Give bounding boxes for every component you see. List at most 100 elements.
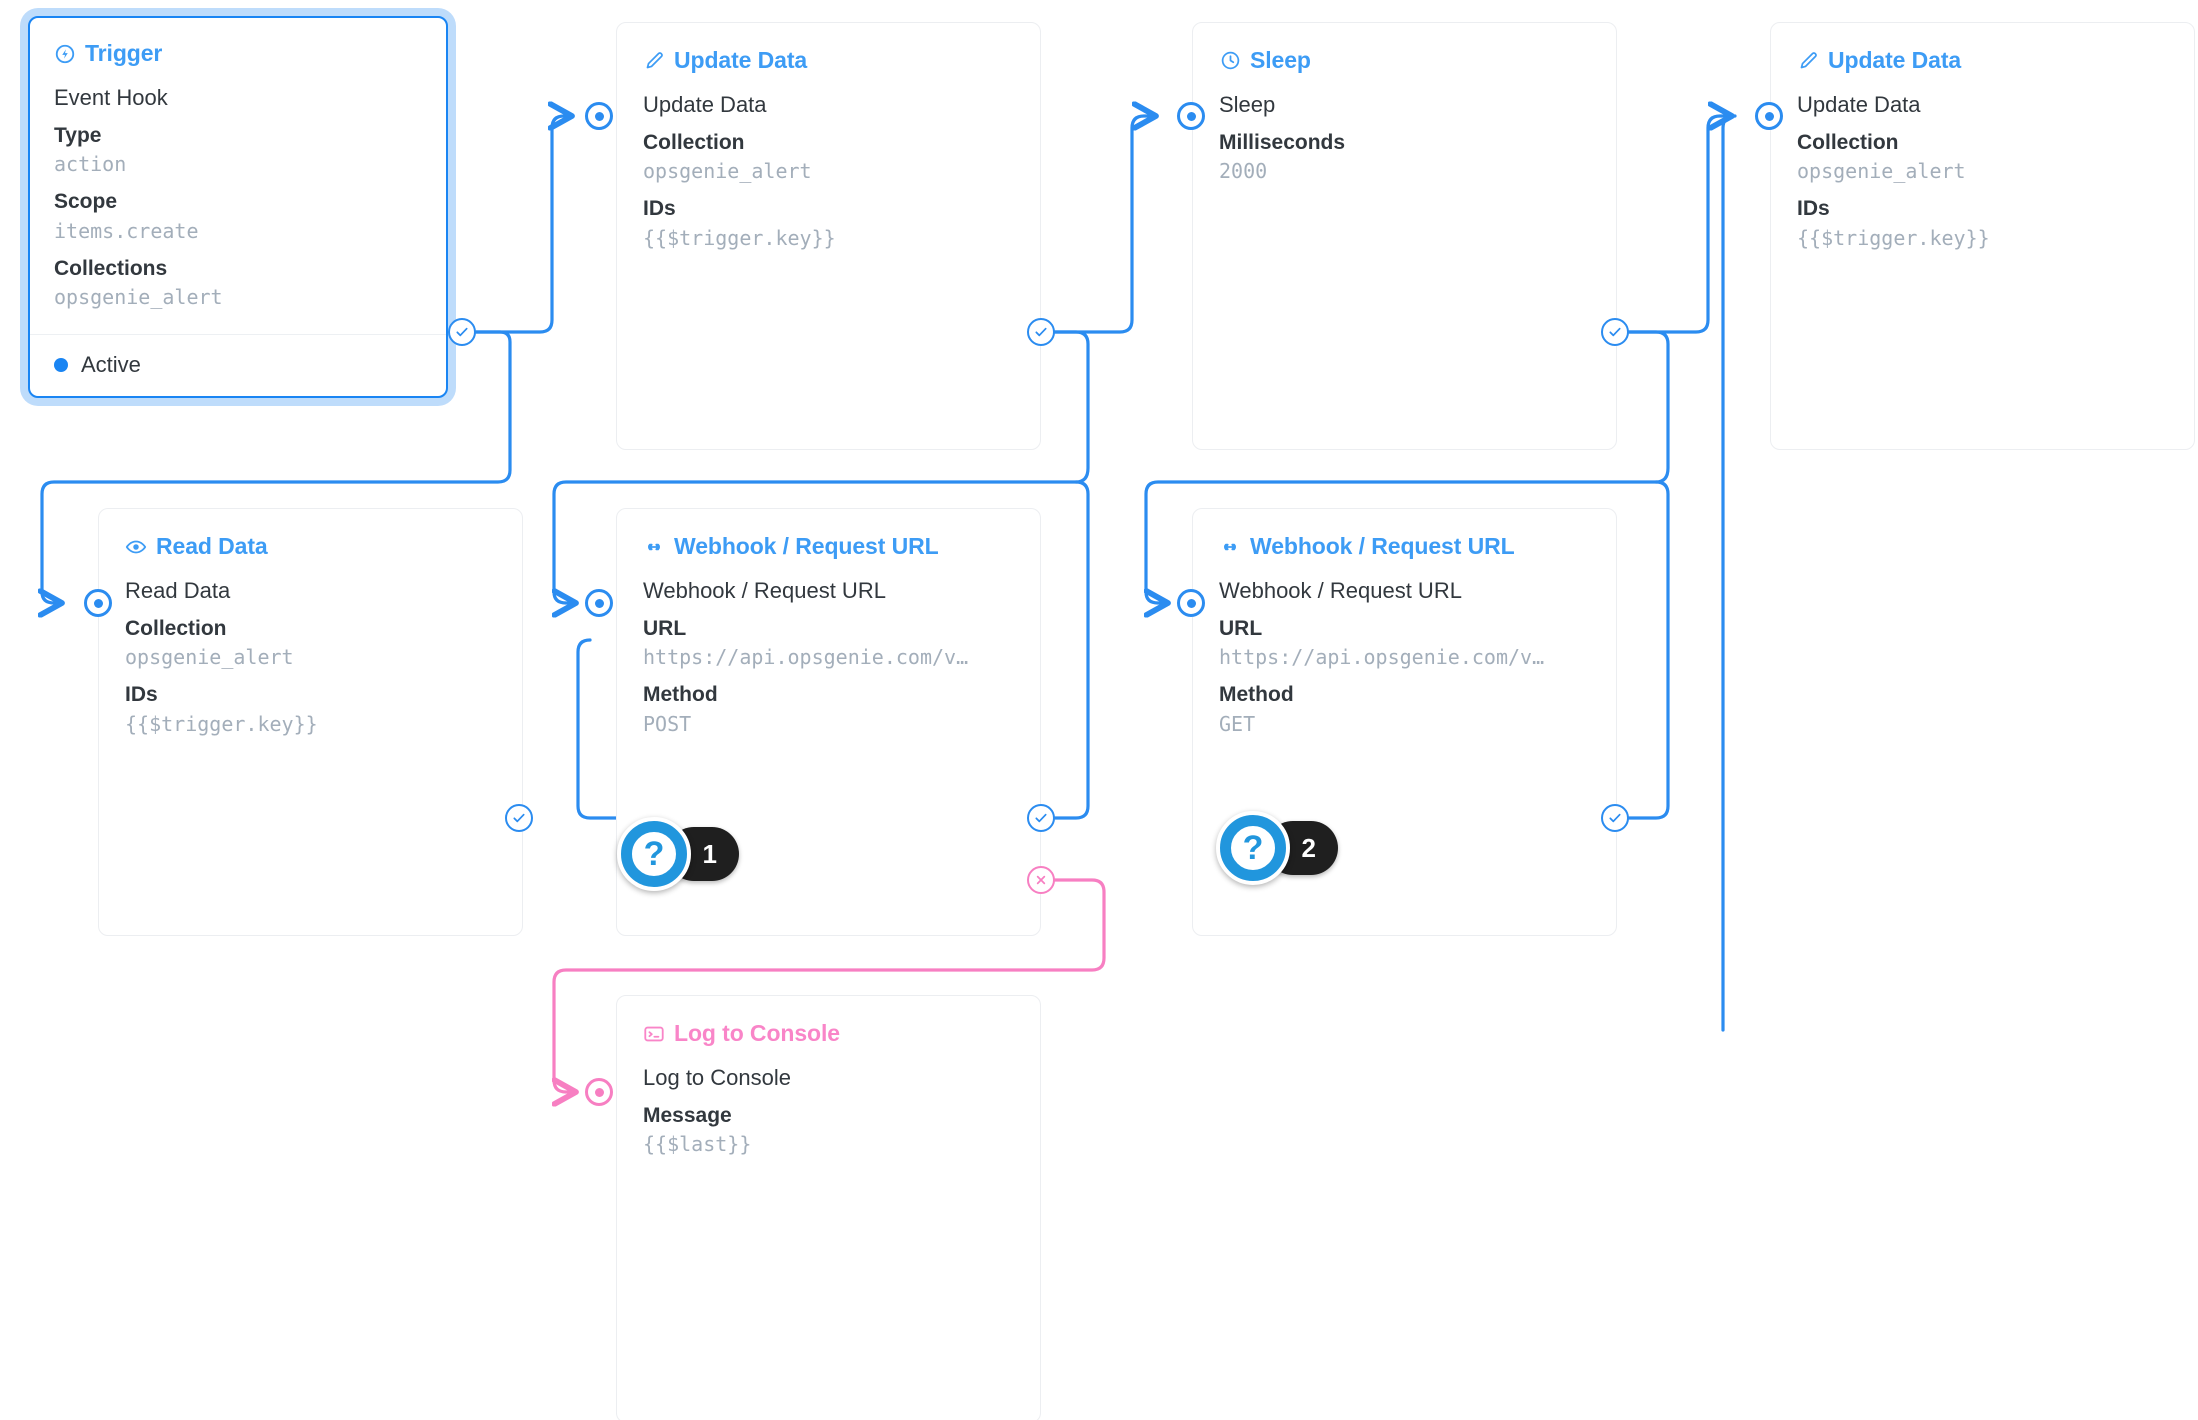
- node-update-data-top[interactable]: Update Data Update Data Collection opsge…: [616, 22, 1041, 450]
- field-collection: Collection opsgenie_alert: [1797, 130, 2168, 185]
- help-badge-1[interactable]: ? 1: [617, 817, 739, 891]
- node-trigger-primary: Event Hook: [54, 85, 168, 110]
- node-trigger-title: Trigger: [85, 40, 163, 66]
- field-scope-value: items.create: [54, 218, 199, 243]
- field-collection: Collection opsgenie_alert: [125, 616, 496, 671]
- node-webhook-get-primary: Webhook / Request URL: [1219, 578, 1462, 603]
- field-milliseconds-label: Milliseconds: [1219, 130, 1346, 154]
- node-webhook-get-header: Webhook / Request URL: [1219, 533, 1590, 560]
- node-read-data[interactable]: Read Data Read Data Collection opsgenie_…: [98, 508, 523, 936]
- node-log-to-console[interactable]: Log to Console Log to Console Message {{…: [616, 995, 1041, 1420]
- resolve-port-webhook-post[interactable]: [1027, 804, 1055, 832]
- status-dot-icon: [54, 358, 68, 373]
- field-collection-label: Collection: [125, 616, 227, 640]
- field-type: Type action: [54, 123, 422, 178]
- field-url: URL https://api.opsgenie.com/v…: [643, 616, 1014, 671]
- resolve-port-trigger[interactable]: [448, 318, 476, 346]
- field-url: URL https://api.opsgenie.com/v…: [1219, 616, 1590, 671]
- field-ids: IDs {{$trigger.key}}: [125, 682, 496, 737]
- node-update-data-top-title: Update Data: [674, 47, 808, 73]
- field-collection-value: opsgenie_alert: [1797, 159, 1966, 184]
- node-log-to-console-title: Log to Console: [674, 1020, 840, 1046]
- node-webhook-post-primary: Webhook / Request URL: [643, 578, 886, 603]
- node-update-data-top-header: Update Data: [643, 47, 1014, 74]
- node-read-data-primary: Read Data: [125, 578, 231, 603]
- field-collections: Collections opsgenie_alert: [54, 256, 422, 311]
- field-scope: Scope items.create: [54, 189, 422, 244]
- question-mark-icon[interactable]: ?: [1216, 811, 1290, 885]
- field-message-value: {{$last}}: [643, 1132, 752, 1157]
- node-sleep-header: Sleep: [1219, 47, 1590, 74]
- node-read-data-header: Read Data: [125, 533, 496, 560]
- node-sleep-primary: Sleep: [1219, 92, 1276, 117]
- field-method: Method POST: [643, 682, 1014, 737]
- field-collection-value: opsgenie_alert: [125, 645, 294, 670]
- input-port-update-data-right[interactable]: [1755, 102, 1783, 130]
- field-ids-value: {{$trigger.key}}: [643, 225, 836, 250]
- node-update-data-right[interactable]: Update Data Update Data Collection opsge…: [1770, 22, 2195, 450]
- node-trigger-header: Trigger: [54, 40, 422, 67]
- node-log-to-console-primary: Log to Console: [643, 1065, 791, 1090]
- node-update-data-right-primary: Update Data: [1797, 92, 1921, 117]
- field-type-value: action: [54, 152, 127, 177]
- question-mark-icon[interactable]: ?: [617, 817, 691, 891]
- field-ids: IDs {{$trigger.key}}: [643, 196, 1014, 251]
- field-method-value: GET: [1219, 711, 1256, 736]
- field-ids-label: IDs: [643, 197, 676, 221]
- node-trigger[interactable]: Trigger Event Hook Type action Scope ite…: [28, 16, 448, 399]
- input-port-webhook-post[interactable]: [585, 589, 613, 617]
- field-message-label: Message: [643, 1103, 732, 1127]
- field-collection: Collection opsgenie_alert: [643, 130, 1014, 185]
- field-url-value: https://api.opsgenie.com/v…: [643, 645, 969, 670]
- status-badge: Active: [54, 335, 422, 396]
- status-label: Active: [81, 352, 141, 378]
- resolve-port-update-data-top[interactable]: [1027, 318, 1055, 346]
- field-method-label: Method: [643, 683, 718, 707]
- field-scope-label: Scope: [54, 190, 118, 214]
- field-url-label: URL: [643, 616, 687, 640]
- field-ids-label: IDs: [125, 683, 158, 707]
- node-update-data-right-header: Update Data: [1797, 47, 2168, 74]
- field-collection-label: Collection: [1797, 130, 1899, 154]
- input-port-update-data-top[interactable]: [585, 102, 613, 130]
- clock-icon: [1219, 50, 1241, 72]
- input-port-sleep[interactable]: [1177, 102, 1205, 130]
- link-icon: [643, 536, 665, 558]
- divider: [30, 334, 446, 336]
- resolve-port-webhook-get[interactable]: [1601, 804, 1629, 832]
- field-method-label: Method: [1219, 683, 1294, 707]
- eye-icon: [125, 536, 147, 558]
- link-icon: [1219, 536, 1241, 558]
- field-url-value: https://api.opsgenie.com/v…: [1219, 645, 1545, 670]
- field-collections-value: opsgenie_alert: [54, 285, 223, 310]
- reject-port-webhook-post[interactable]: [1027, 866, 1055, 894]
- node-webhook-post-header: Webhook / Request URL: [643, 533, 1014, 560]
- bolt-circle-icon: [54, 43, 76, 65]
- console-icon: [643, 1023, 665, 1045]
- field-collection-label: Collection: [643, 130, 745, 154]
- node-update-data-top-primary: Update Data: [643, 92, 767, 117]
- node-update-data-right-title: Update Data: [1828, 47, 1962, 73]
- field-method-value: POST: [643, 711, 692, 736]
- pencil-icon: [643, 50, 665, 72]
- input-port-webhook-get[interactable]: [1177, 589, 1205, 617]
- help-badge-2[interactable]: ? 2: [1216, 811, 1338, 885]
- field-message: Message {{$last}}: [643, 1103, 1014, 1158]
- input-port-read-data[interactable]: [84, 589, 112, 617]
- node-sleep-title: Sleep: [1250, 47, 1311, 73]
- field-ids-value: {{$trigger.key}}: [1797, 225, 1990, 250]
- field-type-label: Type: [54, 123, 102, 147]
- pencil-icon: [1797, 50, 1819, 72]
- node-sleep[interactable]: Sleep Sleep Milliseconds 2000: [1192, 22, 1617, 450]
- node-read-data-title: Read Data: [156, 533, 268, 559]
- node-webhook-get-title: Webhook / Request URL: [1250, 533, 1515, 559]
- node-log-to-console-header: Log to Console: [643, 1020, 1014, 1047]
- field-milliseconds-value: 2000: [1219, 159, 1268, 184]
- input-port-log-to-console[interactable]: [585, 1078, 613, 1106]
- field-url-label: URL: [1219, 616, 1263, 640]
- field-ids-label: IDs: [1797, 197, 1830, 221]
- resolve-port-read-data[interactable]: [505, 804, 533, 832]
- resolve-port-sleep[interactable]: [1601, 318, 1629, 346]
- field-method: Method GET: [1219, 682, 1590, 737]
